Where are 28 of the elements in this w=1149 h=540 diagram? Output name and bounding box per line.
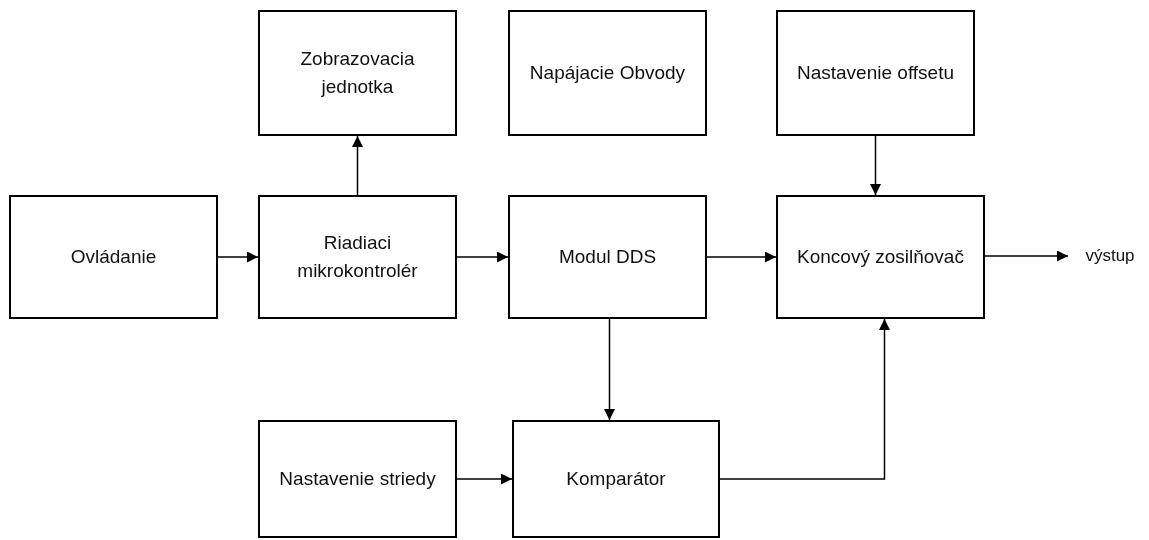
block-label: Komparátor	[566, 467, 666, 492]
arrow	[456, 251, 509, 263]
block-box	[508, 10, 707, 136]
arrow	[706, 251, 777, 263]
block-label: Nastavenie offsetu	[797, 61, 954, 86]
block-box	[9, 195, 218, 319]
block-box	[776, 195, 985, 319]
block-box	[512, 420, 720, 538]
arrow	[456, 473, 513, 485]
arrow	[870, 135, 881, 196]
arrow	[719, 318, 890, 480]
block-label: Zobrazovacia jednotka	[299, 47, 416, 99]
block-label: Riadiaci mikrokontrolér	[296, 231, 419, 283]
block-label: Napájacie Obvody	[529, 61, 686, 86]
arrow	[984, 250, 1069, 262]
arrow	[217, 251, 259, 263]
block-box	[776, 10, 975, 136]
arrow	[604, 318, 615, 421]
block-box	[258, 10, 457, 136]
block-box	[258, 420, 457, 538]
arrow	[352, 135, 363, 196]
block-label: Ovládanie	[70, 245, 157, 270]
block-label: Modul DDS	[558, 245, 657, 270]
block-label: Nastavenie striedy	[279, 467, 436, 492]
block-box	[258, 195, 457, 319]
output-label: výstup	[1085, 244, 1135, 267]
block-label: Koncový zosilňovač	[797, 245, 964, 270]
block-box	[508, 195, 707, 319]
